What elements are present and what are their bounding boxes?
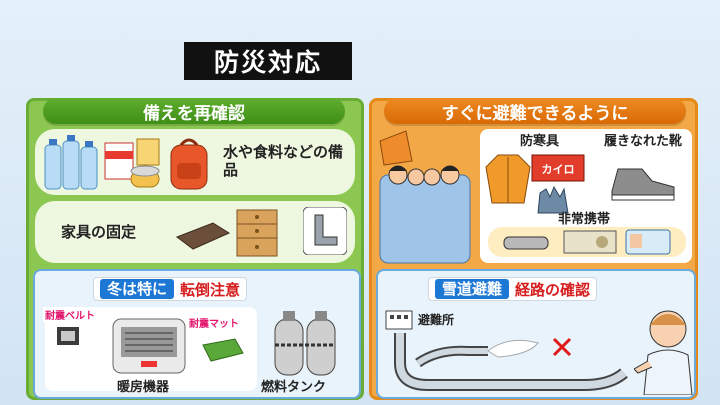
winter-banner: 冬は特に 転倒注意 <box>93 277 248 301</box>
l-bracket-icon <box>303 207 347 255</box>
noodles-and-cans-icon <box>104 138 160 188</box>
cash-icon <box>563 230 617 254</box>
furniture-text: 家具の固定 <box>61 223 137 241</box>
belt-tag: 耐震ベルト <box>43 307 97 322</box>
supplies-text: 水や食料などの備品 <box>223 143 344 179</box>
shelter-building-icon <box>385 310 413 330</box>
backpack-icon <box>170 138 208 190</box>
person-pointing-icon <box>634 310 693 395</box>
fuel-tank-icon <box>274 311 336 376</box>
winter-box: 冬は特に 転倒注意 耐震ベルト 耐震マット 暖房機器 燃料タンク <box>33 269 361 399</box>
route-text: 経路の確認 <box>515 280 591 299</box>
id-card-icon <box>625 229 671 255</box>
heater-label: 暖房機器 <box>117 380 170 395</box>
kairo-pack-icon: カイロ <box>531 154 585 182</box>
preparation-panel: 備えを再確認 水や食料などの備品 家具の固定 <box>26 98 364 400</box>
shoes-label: 履きなれた靴 <box>604 134 683 149</box>
heater-icon <box>112 318 186 374</box>
snow-route-map <box>394 333 628 391</box>
water-bottles-icon <box>44 135 98 190</box>
evacuation-panel: すぐに避難できるように 防寒具 履きなれた靴 カイロ 非常携帯 <box>369 98 698 400</box>
emergency-label: 非常携帯 <box>558 212 611 227</box>
route-badge: 雪道避難 <box>435 279 510 299</box>
route-banner: 雪道避難 経路の確認 <box>428 277 598 301</box>
belt-icon <box>57 327 79 345</box>
winter-badge: 冬は特に <box>100 279 175 299</box>
winter-text: 転倒注意 <box>180 280 241 299</box>
page-title: 防災対応 <box>184 42 352 80</box>
tank-label: 燃料タンク <box>261 380 327 395</box>
evacuation-header: すぐに避難できるように <box>384 98 686 124</box>
sleeping-family-icon <box>379 130 471 264</box>
cold-gear-label: 防寒具 <box>520 134 560 149</box>
preparation-header: 備えを再確認 <box>43 98 345 124</box>
flashlight-icon <box>503 236 549 250</box>
shoe-icon <box>611 168 675 201</box>
supplies-row: 水や食料などの備品 <box>35 129 355 195</box>
jacket-icon <box>485 154 531 204</box>
mat-icon <box>202 338 244 362</box>
mat-tag: 耐震マット <box>187 315 241 330</box>
kairo-text: カイロ <box>542 163 575 176</box>
dresser-icon <box>236 209 278 257</box>
gloves-icon <box>537 185 569 214</box>
anchor-mat-icon <box>175 222 231 250</box>
furniture-row: 家具の固定 <box>35 201 355 263</box>
route-box: 雪道避難 経路の確認 避難所 <box>376 269 696 399</box>
shelter-label: 避難所 <box>418 313 455 327</box>
